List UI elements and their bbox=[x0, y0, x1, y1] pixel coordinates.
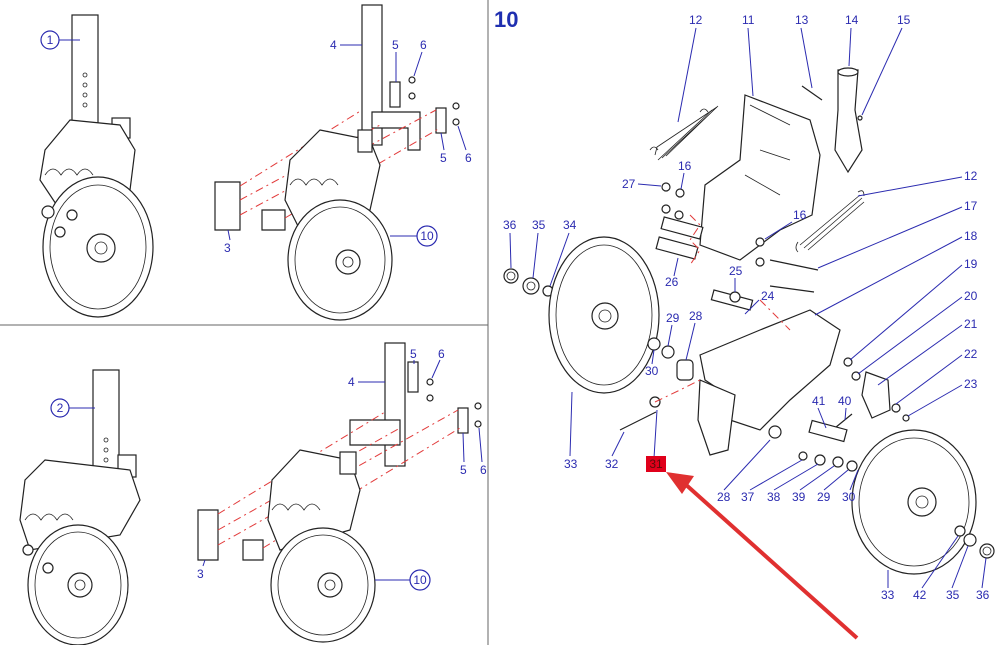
label-36b[interactable]: 36 bbox=[976, 588, 990, 602]
label-40[interactable]: 40 bbox=[838, 394, 852, 408]
label-26[interactable]: 26 bbox=[665, 275, 679, 289]
svg-text:4: 4 bbox=[348, 375, 355, 389]
callout-10-bottom[interactable]: 10 bbox=[375, 569, 431, 591]
svg-text:1: 1 bbox=[47, 33, 54, 47]
label-37[interactable]: 37 bbox=[741, 490, 755, 504]
svg-text:3: 3 bbox=[197, 567, 204, 581]
svg-text:2: 2 bbox=[57, 401, 64, 415]
label-29a[interactable]: 29 bbox=[666, 311, 680, 325]
label-30a[interactable]: 30 bbox=[645, 364, 659, 378]
label-34[interactable]: 34 bbox=[563, 218, 577, 232]
label-12a[interactable]: 12 bbox=[689, 13, 703, 27]
label-33b[interactable]: 33 bbox=[881, 588, 895, 602]
label-38[interactable]: 38 bbox=[767, 490, 781, 504]
callout-1[interactable]: 1 bbox=[40, 30, 80, 50]
callout-5[interactable]: 5 bbox=[392, 38, 399, 82]
callout-6b-bottom[interactable]: 6 bbox=[478, 427, 487, 477]
label-11[interactable]: 11 bbox=[742, 13, 755, 27]
label-27[interactable]: 27 bbox=[622, 177, 636, 191]
callout-4-bottom[interactable]: 4 bbox=[348, 375, 385, 389]
callout-5-bottom[interactable]: 5 bbox=[410, 347, 417, 364]
callout-3[interactable]: 3 bbox=[224, 229, 231, 255]
svg-text:5: 5 bbox=[440, 151, 447, 165]
label-19[interactable]: 19 bbox=[964, 257, 978, 271]
label-14[interactable]: 14 bbox=[845, 13, 859, 27]
svg-text:6: 6 bbox=[438, 347, 445, 361]
assembly-top-exploded-drawing bbox=[214, 4, 460, 321]
svg-text:5: 5 bbox=[460, 463, 467, 477]
svg-text:31: 31 bbox=[649, 457, 663, 471]
label-22[interactable]: 22 bbox=[964, 347, 978, 361]
callout-10[interactable]: 10 bbox=[390, 225, 438, 247]
label-39[interactable]: 39 bbox=[792, 490, 806, 504]
callout-6-bottom[interactable]: 6 bbox=[431, 347, 445, 379]
callout-5b[interactable]: 5 bbox=[440, 132, 447, 165]
detail-drawing bbox=[503, 67, 995, 575]
label-30b[interactable]: 30 bbox=[842, 490, 856, 504]
svg-text:10: 10 bbox=[413, 573, 427, 587]
label-17[interactable]: 17 bbox=[964, 199, 978, 213]
svg-text:4: 4 bbox=[330, 38, 337, 52]
label-32[interactable]: 32 bbox=[605, 457, 619, 471]
callout-3-bottom[interactable]: 3 bbox=[197, 559, 206, 581]
callout-5b-bottom[interactable]: 5 bbox=[460, 432, 467, 477]
label-15[interactable]: 15 bbox=[897, 13, 911, 27]
label-16a[interactable]: 16 bbox=[678, 159, 692, 173]
svg-text:6: 6 bbox=[420, 38, 427, 52]
svg-text:5: 5 bbox=[410, 347, 417, 361]
label-20[interactable]: 20 bbox=[964, 289, 978, 303]
label-13[interactable]: 13 bbox=[795, 13, 809, 27]
highlight-part-31[interactable]: 31 bbox=[646, 409, 666, 472]
label-25[interactable]: 25 bbox=[729, 264, 743, 278]
svg-text:5: 5 bbox=[392, 38, 399, 52]
svg-text:6: 6 bbox=[480, 463, 487, 477]
callout-6[interactable]: 6 bbox=[413, 38, 427, 77]
label-41[interactable]: 41 bbox=[812, 394, 826, 408]
detail-callouts: 12 11 13 14 15 27 16 12 17 16 36 35 34 1… bbox=[503, 13, 990, 602]
label-16b[interactable]: 16 bbox=[793, 208, 807, 222]
svg-text:10: 10 bbox=[420, 229, 434, 243]
label-24[interactable]: 24 bbox=[761, 289, 775, 303]
assembly-bottom-exploded-drawing bbox=[197, 342, 482, 643]
label-18[interactable]: 18 bbox=[964, 229, 978, 243]
svg-text:6: 6 bbox=[465, 151, 472, 165]
label-12b[interactable]: 12 bbox=[964, 169, 978, 183]
label-36a[interactable]: 36 bbox=[503, 218, 517, 232]
callout-6b[interactable]: 6 bbox=[457, 125, 472, 165]
svg-text:3: 3 bbox=[224, 241, 231, 255]
pointer-arrow bbox=[666, 472, 859, 640]
label-28b[interactable]: 28 bbox=[717, 490, 731, 504]
detail-title: 10 bbox=[494, 7, 518, 32]
label-35b[interactable]: 35 bbox=[946, 588, 960, 602]
label-28a[interactable]: 28 bbox=[689, 309, 703, 323]
label-21[interactable]: 21 bbox=[964, 317, 978, 331]
assembly-1-drawing bbox=[39, 14, 154, 318]
callout-2[interactable]: 2 bbox=[50, 398, 95, 418]
callout-4[interactable]: 4 bbox=[330, 38, 362, 52]
label-35a[interactable]: 35 bbox=[532, 218, 546, 232]
label-23[interactable]: 23 bbox=[964, 377, 978, 391]
label-29b[interactable]: 29 bbox=[817, 490, 831, 504]
label-42[interactable]: 42 bbox=[913, 588, 927, 602]
assembly-2-drawing bbox=[19, 369, 141, 645]
label-33a[interactable]: 33 bbox=[564, 457, 578, 471]
